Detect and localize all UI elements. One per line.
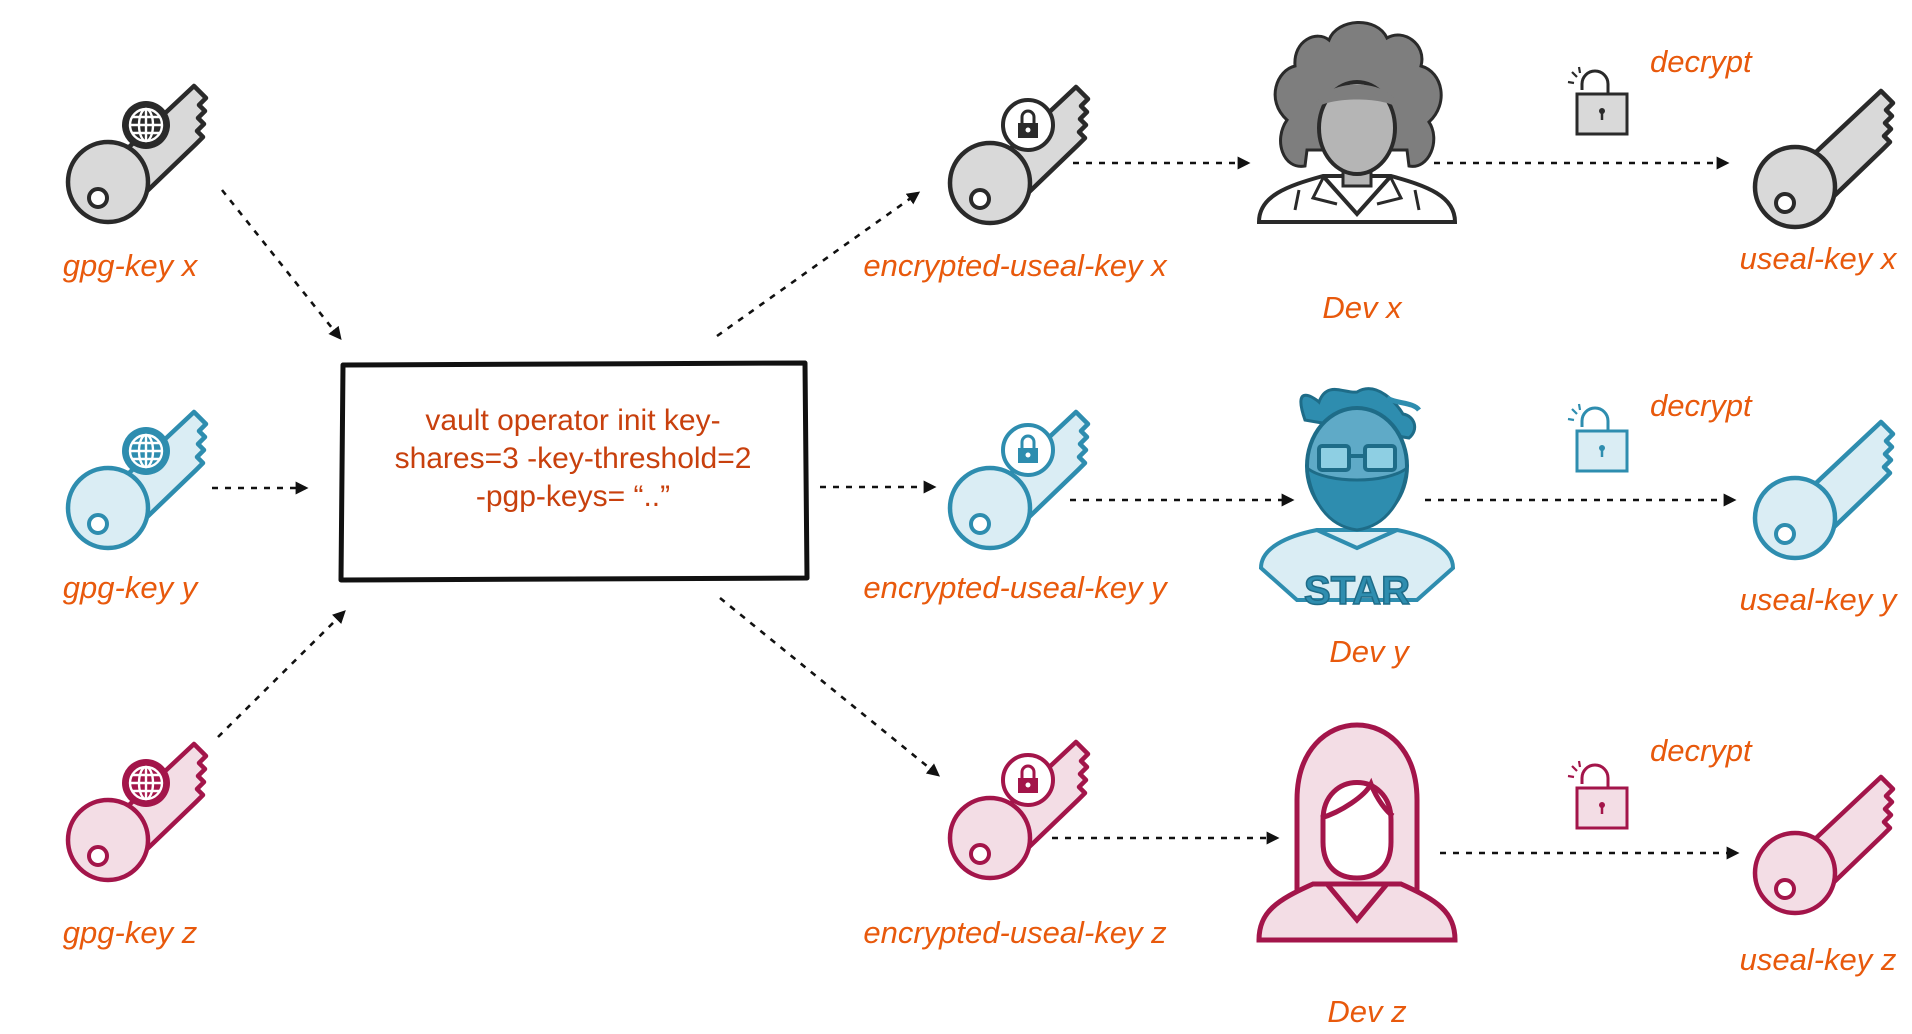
unlocked-padlock-icon bbox=[1567, 760, 1629, 830]
locked-key-icon bbox=[950, 742, 1088, 878]
arrow-command-to-encrypted-x bbox=[716, 191, 921, 338]
useal-key-z-label: useal-key z bbox=[1739, 942, 1897, 977]
key-icon bbox=[1755, 91, 1893, 227]
useal-key-y-label: useal-key y bbox=[1739, 582, 1897, 617]
encrypted-useal-key-z-label: encrypted-useal-key z bbox=[863, 915, 1167, 950]
decrypt-y-label: decrypt bbox=[1650, 388, 1752, 423]
dev-y-label: Dev y bbox=[1329, 634, 1409, 669]
useal-key-x-label: useal-key x bbox=[1739, 241, 1897, 276]
arrow-gpg-x-to-command bbox=[220, 189, 342, 341]
command-box bbox=[338, 360, 810, 583]
globe-key-icon bbox=[68, 86, 206, 222]
globe-key-icon bbox=[68, 412, 206, 548]
command-line-2: shares=3 -key-threshold=2 bbox=[394, 442, 752, 475]
gpg-key-y-label: gpg-key y bbox=[62, 570, 198, 605]
curly-hair-person-icon bbox=[1256, 21, 1458, 224]
locked-key-icon bbox=[950, 87, 1088, 223]
globe-key-icon bbox=[68, 744, 206, 880]
key-icon bbox=[1755, 777, 1893, 913]
command-line-1: vault operator init key- bbox=[425, 404, 721, 437]
command-text: vault operator init key- shares=3 -key-t… bbox=[340, 362, 806, 582]
key-icon bbox=[1755, 422, 1893, 558]
svg-text:STAR: STAR bbox=[1304, 569, 1410, 613]
decrypt-x-label: decrypt bbox=[1650, 44, 1752, 79]
dev-z-label: Dev z bbox=[1327, 994, 1407, 1029]
gpg-key-x-label: gpg-key x bbox=[62, 248, 198, 283]
arrow-gpg-z-to-command bbox=[217, 610, 346, 738]
unlocked-padlock-icon bbox=[1567, 403, 1629, 473]
encrypted-useal-key-x-label: encrypted-useal-key x bbox=[863, 248, 1167, 283]
arrow-command-to-encrypted-z bbox=[719, 596, 941, 777]
decrypt-z-label: decrypt bbox=[1650, 733, 1752, 768]
unlocked-padlock-icon bbox=[1567, 66, 1629, 136]
long-hair-person-icon bbox=[1256, 722, 1458, 943]
locked-key-icon bbox=[950, 412, 1088, 548]
encrypted-useal-key-y-label: encrypted-useal-key y bbox=[863, 570, 1167, 605]
gpg-key-z-label: gpg-key z bbox=[62, 915, 198, 950]
bearded-glasses-person-icon: STAR bbox=[1258, 387, 1456, 614]
dev-x-label: Dev x bbox=[1322, 290, 1402, 325]
command-line-3: -pgp-keys= “..” bbox=[475, 480, 671, 513]
